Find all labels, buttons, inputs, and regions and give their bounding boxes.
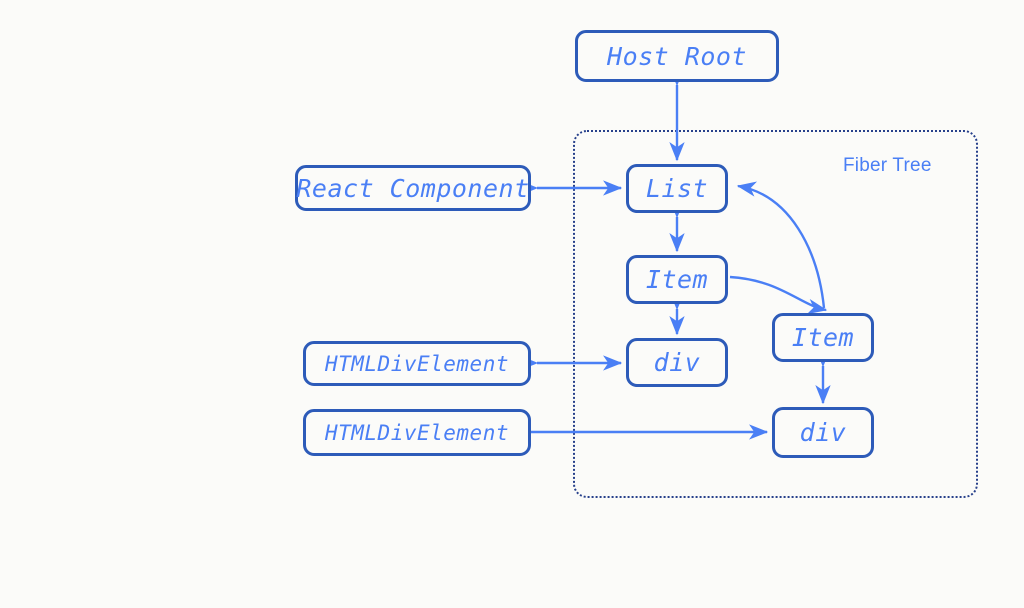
fiber-tree-label: Fiber Tree <box>843 155 932 176</box>
node-host-root[interactable]: Host Root <box>575 30 779 82</box>
node-item-left[interactable]: Item <box>626 255 728 304</box>
node-html-div-element-1[interactable]: HTMLDivElement <box>303 341 531 386</box>
node-div-left[interactable]: div <box>626 338 728 387</box>
fiber-tree-container <box>573 130 978 498</box>
node-react-component[interactable]: React Component <box>295 165 531 211</box>
node-item-right[interactable]: Item <box>772 313 874 362</box>
node-html-div-element-2[interactable]: HTMLDivElement <box>303 409 531 456</box>
node-list[interactable]: List <box>626 164 728 213</box>
node-div-right[interactable]: div <box>772 407 874 458</box>
